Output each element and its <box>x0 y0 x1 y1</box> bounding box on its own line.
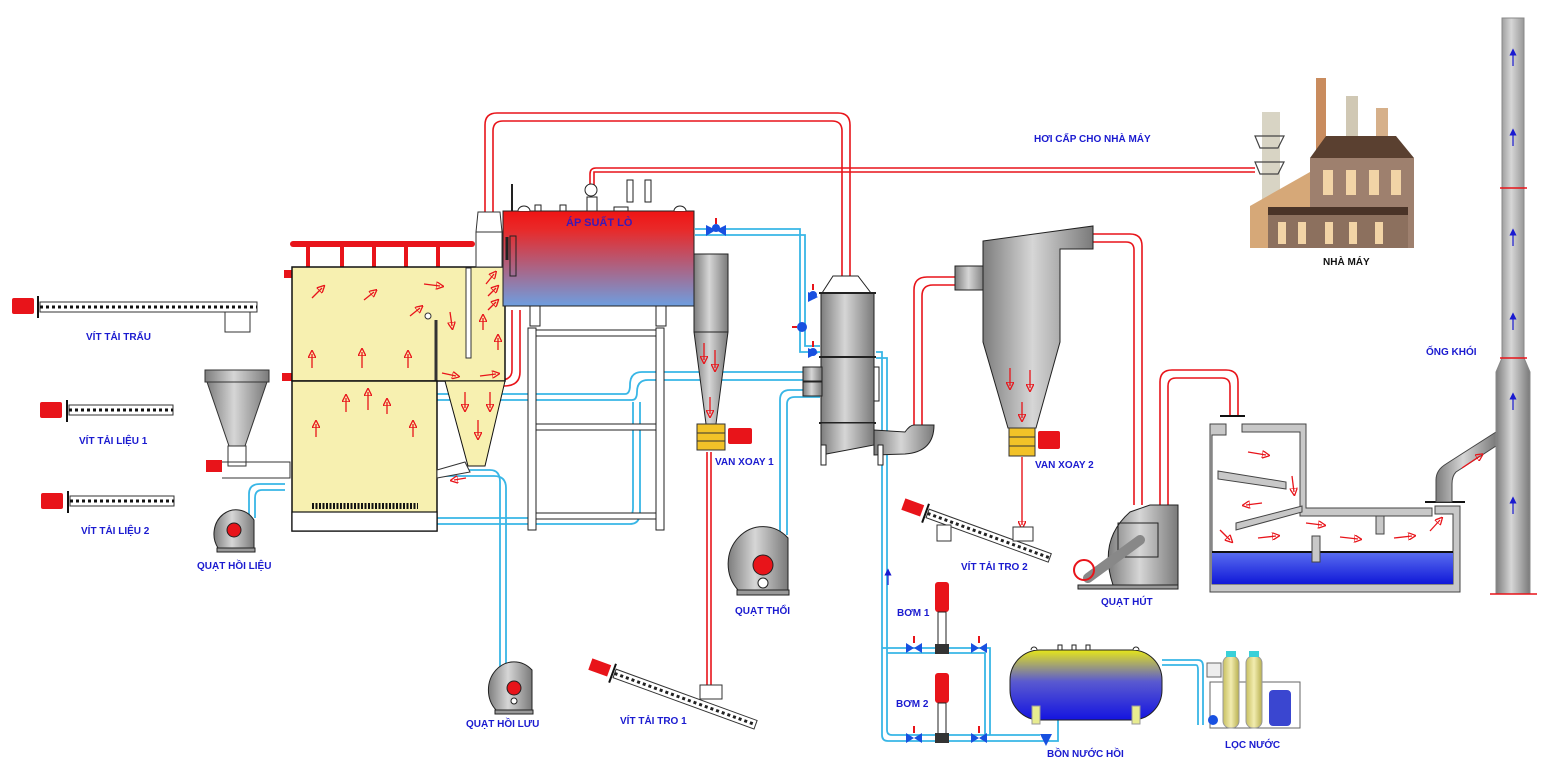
condensate-tank <box>1009 644 1163 725</box>
motor-icon <box>40 402 62 418</box>
screw-conveyor-lieu-1 <box>40 400 174 422</box>
cyclone-1 <box>693 253 729 425</box>
hopper-tro-2 <box>1012 526 1034 542</box>
gate-valve-icon <box>971 726 987 743</box>
label-vit-tai-tro-2: VÍT TẢI TRO 2 <box>961 560 1028 573</box>
fan-quat-hoi-luu[interactable] <box>487 661 534 715</box>
flue-pipe-scrubber-to-cyclone2 <box>913 276 955 425</box>
ash-drop-line-1 <box>706 452 712 690</box>
steam-supply-pipe <box>589 167 1255 190</box>
pump-motor-icon <box>935 673 949 703</box>
label-quat-hut: QUẠT HÚT <box>1101 595 1153 608</box>
fan-motor-icon <box>226 522 242 538</box>
motor-icon <box>206 460 222 472</box>
motor-icon <box>588 658 612 677</box>
pump-1[interactable] <box>935 582 949 654</box>
boiler-fittings <box>511 179 687 212</box>
gate-valve-icon <box>906 726 922 743</box>
screw-conveyor-lieu-2 <box>41 491 175 513</box>
gate-valve-icon <box>971 636 987 653</box>
label-vit-tai-lieu-1: VÍT TẢI LIỆU 1 <box>79 434 148 447</box>
rotary-valve-1[interactable] <box>696 423 752 451</box>
label-bon-nuoc-hoi: BỒN NƯỚC HỒI <box>1047 747 1124 760</box>
boiler-drum[interactable] <box>502 179 695 327</box>
pump-2[interactable] <box>935 673 949 743</box>
cyclone-2 <box>954 225 1094 429</box>
fan-quat-hut[interactable] <box>1073 504 1179 590</box>
water-scrubber-tank <box>1209 415 1497 593</box>
rotary-valve-2[interactable] <box>1008 427 1060 457</box>
label-vit-tai-lieu-2: VÍT TẢI LIỆU 2 <box>81 524 150 537</box>
label-nha-may: NHÀ MÁY <box>1323 255 1370 268</box>
feed-hopper <box>204 369 291 479</box>
screw-conveyor-trau <box>12 296 258 333</box>
label-loc-nuoc: LỌC NƯỚC <box>1225 738 1280 751</box>
hopper-tro-1 <box>699 684 723 700</box>
steam-valve-icon <box>584 183 598 197</box>
gate-valve-icon <box>906 636 922 653</box>
label-van-xoay-2: VAN XOAY 2 <box>1035 460 1094 471</box>
gate-valve-icon <box>808 284 818 302</box>
motor-icon <box>12 298 34 314</box>
motor-icon <box>1038 431 1060 449</box>
pump-motor-icon <box>935 582 949 612</box>
label-bom-1: BƠM 1 <box>897 608 930 619</box>
label-ong-khoi: ỐNG KHÓI <box>1426 344 1477 358</box>
boiler-frame <box>527 327 665 531</box>
furnace-flow-arrows <box>312 274 498 480</box>
water-valves[interactable] <box>706 218 818 358</box>
fan-motor-icon <box>1073 559 1095 581</box>
label-ap-suat-lo: ÁP SUẤT LÒ <box>566 216 633 229</box>
fan-quat-hoi-lieu[interactable] <box>213 509 256 553</box>
fan-motor-icon <box>506 680 522 696</box>
conveyor-outlet <box>936 524 952 542</box>
screw-conveyor-tro-1 <box>588 658 758 730</box>
flue-pipe-fan-to-scrubber <box>1159 369 1239 505</box>
gate-valve-icon <box>706 218 726 236</box>
screw-conveyor-tro-2 <box>901 498 1052 563</box>
steam-pipe-boiler-loop <box>484 112 851 280</box>
label-van-xoay-1: VAN XOAY 1 <box>715 457 774 468</box>
water-filter <box>1206 651 1301 729</box>
label-vit-tai-tro-1: VÍT TẢI TRO 1 <box>620 714 687 727</box>
factory-icon <box>1250 78 1414 248</box>
fan-motor-icon <box>752 554 774 576</box>
flue-pipe-cyclone2-to-fan <box>1093 233 1143 505</box>
motor-icon <box>901 498 925 517</box>
label-hoi-cap-cho-nha-may: HƠI CẤP CHO NHÀ MÁY <box>1034 132 1151 145</box>
fan-quat-thoi[interactable] <box>727 526 790 596</box>
label-vit-tai-trau: VÍT TẢI TRẤU <box>86 330 151 343</box>
motor-icon <box>728 428 752 444</box>
gate-valve-icon <box>792 322 807 332</box>
motor-icon <box>41 493 63 509</box>
strainer-icon <box>1040 734 1052 746</box>
pump-valves[interactable] <box>906 636 1052 746</box>
label-quat-hoi-luu: QUẠT HỒI LƯU <box>466 717 539 730</box>
chimney <box>1490 17 1537 595</box>
label-quat-hoi-lieu: QUẠT HỒI LIỆU <box>197 559 271 572</box>
furnace <box>282 211 506 532</box>
label-quat-thoi: QUẠT THỔI <box>735 604 790 617</box>
gate-valve-icon <box>808 341 818 358</box>
label-bom-2: BƠM 2 <box>896 699 929 710</box>
scrubber-tower[interactable] <box>802 275 935 466</box>
